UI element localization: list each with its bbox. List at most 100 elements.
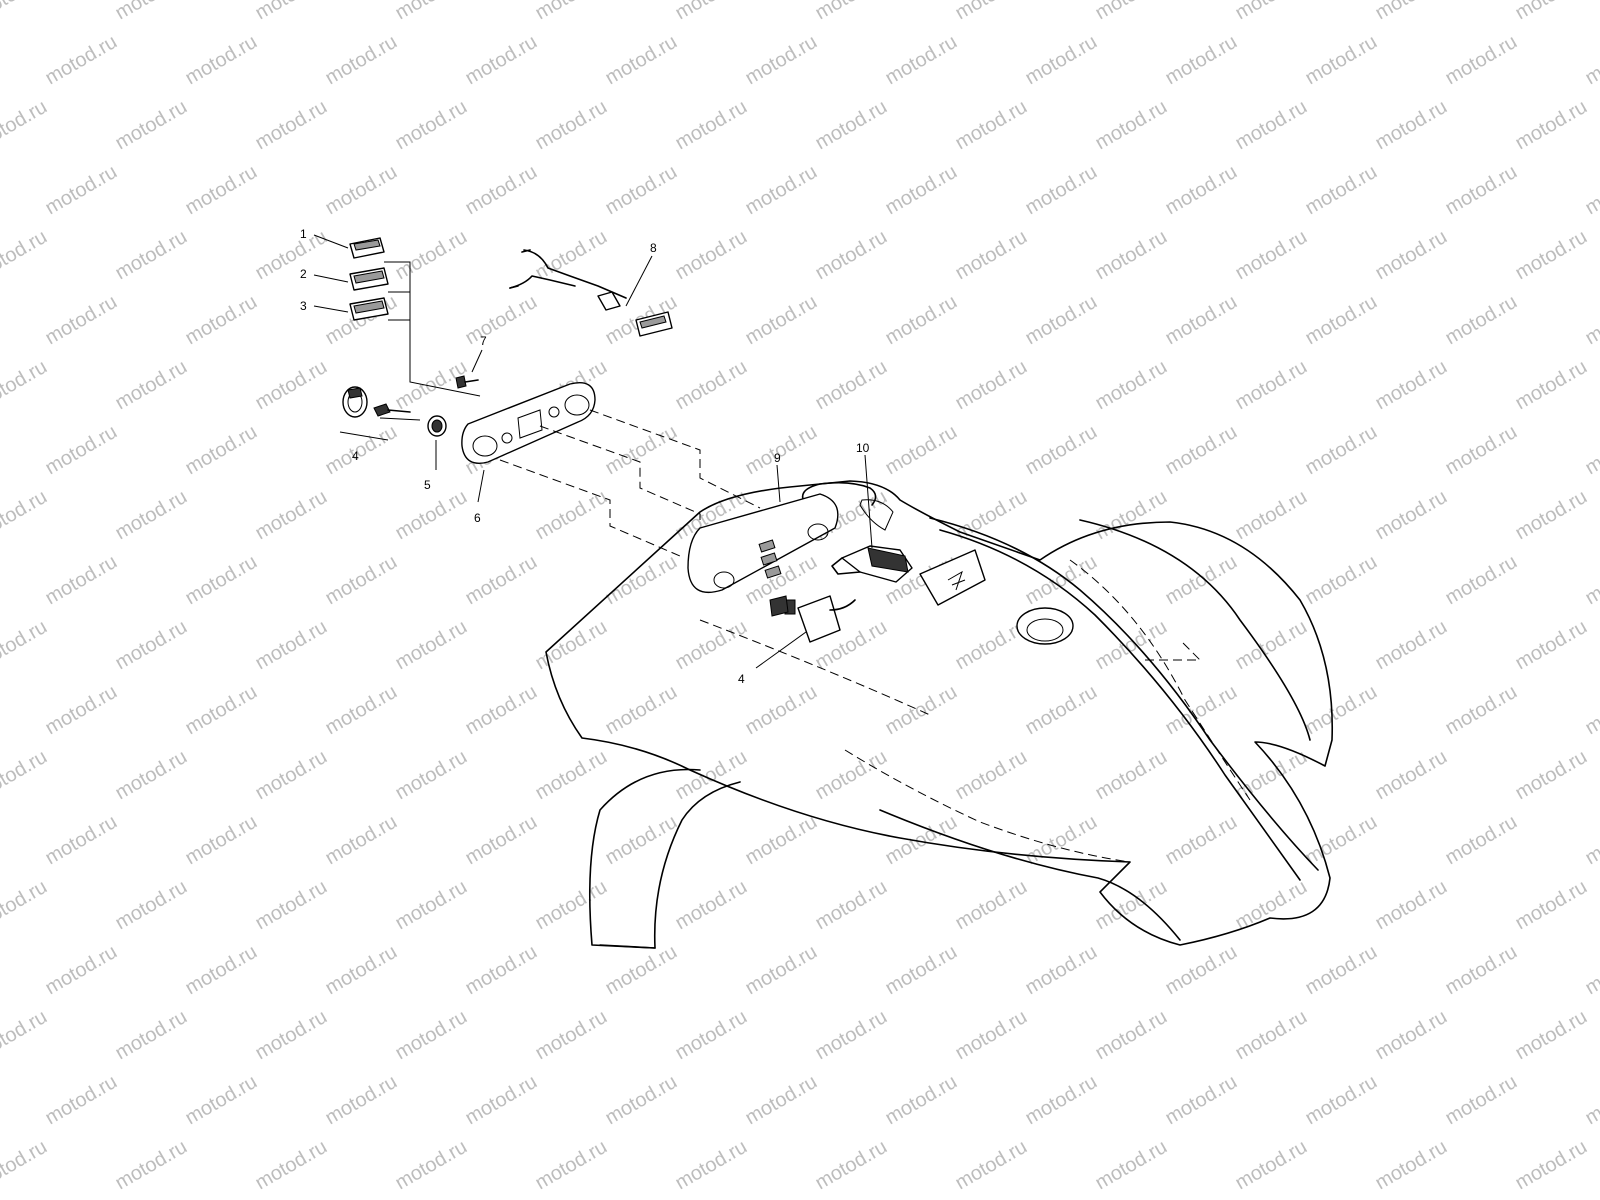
watermark-text: motod.ru [392, 0, 471, 24]
watermark-text: motod.ru [1372, 96, 1451, 155]
watermark-text: motod.ru [112, 96, 191, 155]
watermark-text: motod.ru [1512, 746, 1591, 805]
watermark-text: motod.ru [112, 356, 191, 415]
watermark-text: motod.ru [182, 941, 261, 1000]
watermark-text: motod.ru [1092, 356, 1171, 415]
watermark-text: motod.ru [1302, 31, 1381, 90]
watermark-text: motod.ru [252, 486, 331, 545]
watermark-text: motod.ru [0, 876, 51, 935]
watermark-text: motod.ru [882, 1071, 961, 1130]
watermark-text: motod.ru [812, 226, 891, 285]
watermark-text: motod.ru [182, 811, 261, 870]
watermark-text: motod.ru [742, 811, 821, 870]
watermark-text: motod.ru [1512, 616, 1591, 675]
watermark-text: motod.ru [532, 0, 611, 24]
watermark-text: motod.ru [392, 1006, 471, 1065]
watermark-text: motod.ru [742, 31, 821, 90]
part-8-wire-harness [509, 249, 673, 337]
watermark-text: motod.ru [1512, 96, 1591, 155]
watermark-text: motod.ru [1582, 31, 1600, 90]
watermark-text: motod.ru [882, 941, 961, 1000]
part-1-light [349, 237, 385, 259]
watermark-text: motod.ru [42, 421, 121, 480]
watermark-text: motod.ru [112, 1136, 191, 1195]
assembly-lines [379, 261, 761, 557]
watermark-text: motod.ru [1092, 226, 1171, 285]
part-9-plate-on-fender [687, 493, 839, 594]
watermark-text: motod.ru [1582, 941, 1600, 1000]
watermark-text: motod.ru [0, 746, 51, 805]
watermark-text: motod.ru [392, 616, 471, 675]
watermark-text: motod.ru [602, 31, 681, 90]
watermark-text: motod.ru [1512, 1136, 1591, 1195]
watermark-text: motod.ru [952, 96, 1031, 155]
watermark-text: motod.ru [112, 1006, 191, 1065]
watermark-text: motod.ru [1582, 1071, 1600, 1130]
watermark-text: motod.ru [672, 226, 751, 285]
watermark-text: motod.ru [602, 1071, 681, 1130]
watermark-text: motod.ru [1092, 876, 1171, 935]
watermark-text: motod.ru [952, 486, 1031, 545]
watermark-text: motod.ru [812, 356, 891, 415]
watermark-text: motod.ru [672, 616, 751, 675]
watermark-text: motod.ru [532, 616, 611, 675]
watermark-text: motod.ru [1372, 356, 1451, 415]
watermark-text: motod.ru [252, 616, 331, 675]
watermark-text: motod.ru [882, 681, 961, 740]
watermark-text: motod.ru [1022, 551, 1101, 610]
watermark-text: motod.ru [532, 1006, 611, 1065]
watermark-text: motod.ru [252, 1006, 331, 1065]
watermark-text: motod.ru [812, 1006, 891, 1065]
watermark-text: motod.ru [882, 161, 961, 220]
watermark-text: motod.ru [462, 551, 541, 610]
watermark-text: motod.ru [0, 0, 51, 24]
watermark-text: motod.ru [0, 356, 51, 415]
watermark-text: motod.ru [182, 681, 261, 740]
watermark-text: motod.ru [1232, 486, 1311, 545]
callout-7: 7 [480, 334, 487, 348]
watermark-text: motod.ru [322, 551, 401, 610]
watermark-text: motod.ru [182, 551, 261, 610]
watermark-text: motod.ru [1442, 681, 1521, 740]
watermark-text: motod.ru [1582, 551, 1600, 610]
watermark-text: motod.ru [252, 746, 331, 805]
watermark-text: motod.ru [742, 421, 821, 480]
watermark-text: motod.ru [1512, 486, 1591, 545]
watermark-text: motod.ru [1372, 616, 1451, 675]
watermark-text: motod.ru [1302, 291, 1381, 350]
watermark-text: motod.ru [672, 876, 751, 935]
watermark-text: motod.ru [532, 1136, 611, 1195]
watermark-text: motod.ru [1372, 1006, 1451, 1065]
watermark-text: motod.ru [1302, 681, 1381, 740]
watermark-text: motod.ru [602, 421, 681, 480]
watermark-text: motod.ru [42, 681, 121, 740]
part-6-mounting-plate [461, 382, 596, 464]
watermark-text: motod.ru [1512, 0, 1591, 24]
watermark-text: motod.ru [1372, 226, 1451, 285]
watermark-text: motod.ru [1582, 421, 1600, 480]
watermark-text: motod.ru [1512, 226, 1591, 285]
watermark-text: motod.ru [252, 356, 331, 415]
watermark-text: motod.ru [1442, 941, 1521, 1000]
watermark-text: motod.ru [1582, 811, 1600, 870]
watermark-text: motod.ru [882, 291, 961, 350]
callout-10: 10 [856, 441, 870, 455]
watermark-text: motod.ru [1512, 356, 1591, 415]
watermark-text: motod.ru [602, 161, 681, 220]
watermark-text: motod.ru [532, 486, 611, 545]
watermark-text: motod.ru [602, 811, 681, 870]
watermark-text: motod.ru [1232, 876, 1311, 935]
watermark-text: motod.ru [42, 941, 121, 1000]
watermark-text: motod.ru [322, 421, 401, 480]
watermark-text: motod.ru [1162, 31, 1241, 90]
callout-8: 8 [650, 241, 657, 255]
watermark-text: motod.ru [42, 1071, 121, 1130]
callout-3: 3 [300, 299, 307, 313]
part-2-light [349, 267, 389, 291]
watermark-text: motod.ru [742, 941, 821, 1000]
watermark-text: motod.ru [1022, 31, 1101, 90]
watermark-text: motod.ru [1092, 0, 1171, 24]
watermark-text: motod.ru [1442, 31, 1521, 90]
watermark-text: motod.ru [1162, 811, 1241, 870]
watermark-text: motod.ru [1022, 421, 1101, 480]
